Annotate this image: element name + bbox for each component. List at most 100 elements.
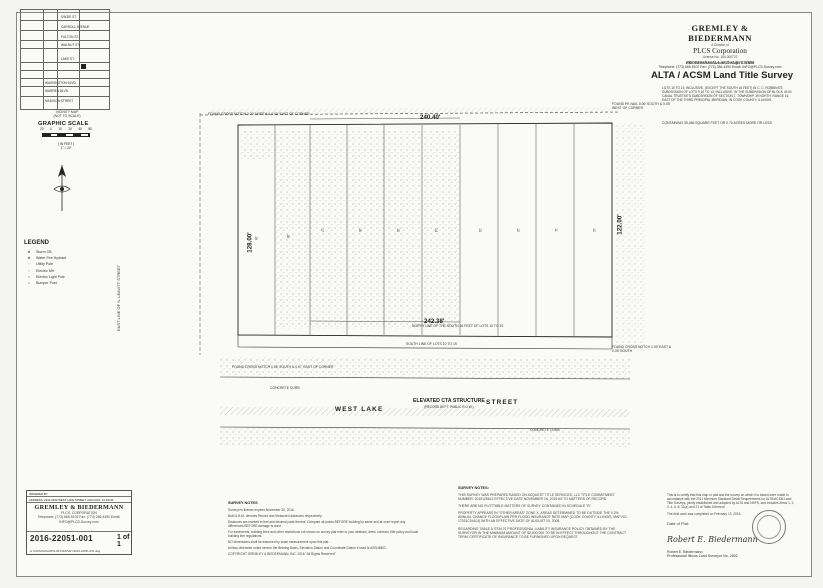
sidewalk-south bbox=[220, 427, 630, 447]
map-road bbox=[79, 10, 80, 109]
graphic-scale-units: ( IN FEET ) 1" = 20' bbox=[58, 142, 74, 150]
sidewalk bbox=[220, 357, 630, 379]
survey-note: Distances are marked in feet and decimal… bbox=[228, 520, 406, 528]
north-arrow-icon bbox=[53, 165, 71, 211]
corner-note-sw: FOUND CROSS NOTCH 0.06' SOUTH & 0.07' EA… bbox=[232, 365, 334, 369]
graphic-scale-bar bbox=[42, 133, 90, 137]
lot-number: 11 bbox=[554, 228, 558, 232]
title-block-contact: Telephone: (773) 685-5102 Fax: (773) 286… bbox=[37, 515, 121, 524]
lot-number: 10 bbox=[592, 228, 596, 232]
survey-note: For easements, building lines and other … bbox=[228, 530, 418, 538]
survey-notes-title: SURVEY NOTES bbox=[228, 501, 258, 505]
map-road bbox=[57, 10, 58, 109]
graphic-scale-title: GRAPHIC SCALE bbox=[38, 121, 89, 127]
certification: This is to certify that this map or plat… bbox=[667, 493, 795, 529]
survey-note: PROPERTY APPEARS IN "OTHER AREAS" ZONE X… bbox=[458, 511, 628, 524]
map-road bbox=[21, 78, 109, 79]
building-footprint bbox=[275, 131, 460, 329]
south-line-label: SOUTH LINE OF LOTS 10 TO 19 bbox=[406, 342, 457, 346]
firm-license: License No. 184-000722 bbox=[702, 55, 738, 59]
scale-tick: 80 bbox=[88, 127, 92, 131]
map-street-label: WALNUT ST. bbox=[61, 43, 80, 47]
legend-item: • Bumper Post bbox=[26, 280, 66, 286]
vicinity-caption-title: VICINITY MAP bbox=[55, 110, 79, 114]
legend-item: ⊕Storm CB bbox=[26, 249, 66, 255]
electric-mh-icon: ▫ bbox=[28, 268, 30, 273]
scale-tick: 40 bbox=[78, 127, 82, 131]
survey-note: THERE ARE NO PLOTTABLE MATTERS OF SURVEY… bbox=[458, 504, 592, 509]
adjacent-parcel bbox=[615, 123, 645, 353]
firm-name: GREMLEY & BIEDERMANN bbox=[688, 23, 752, 43]
title-block-firm-corp: PLCS, CORPORATION bbox=[61, 511, 97, 515]
map-street-label: WARREN BLVD. bbox=[45, 89, 69, 93]
legend-item: ▫ Electric MH bbox=[26, 268, 66, 274]
legend-label: Bumper Post bbox=[36, 281, 57, 286]
legend-label: Water Fire Hydrant bbox=[36, 256, 67, 261]
corner-note-nw: FOUND CROSS NOTCH 0.20' NORTH & 0.06' EA… bbox=[208, 112, 310, 116]
map-road bbox=[21, 70, 109, 71]
certification-date-label: Date of Plat: bbox=[667, 521, 690, 526]
curb-label: CONCRETE CURB bbox=[270, 386, 300, 390]
vicinity-map: KINZIE ST. CARROLL AVENUE FULTON ST. WAL… bbox=[20, 9, 110, 110]
vicinity-caption-note: (NOT TO SCALE) bbox=[53, 114, 81, 119]
lot-number: 18 bbox=[286, 234, 290, 238]
legend-item: ⊗ Water Fire Hydrant bbox=[26, 255, 66, 261]
certification-text: This is to certify that this map or plat… bbox=[667, 493, 795, 509]
legend-label: Utility Pole bbox=[36, 262, 53, 267]
scale-tick: 20 bbox=[68, 127, 72, 131]
firm-contact: Telephone: (773) 685-5102 Fax: (773) 286… bbox=[658, 65, 782, 70]
sheet-number: 1 of 1 bbox=[117, 534, 130, 548]
firm-division: A Division of bbox=[711, 43, 729, 47]
survey-notes-2: SURVEY NOTES: THIS SURVEY WAS PREPARED B… bbox=[458, 486, 628, 542]
street-name-street: STREET bbox=[486, 399, 519, 406]
survey-note: Bold & B.M. denotes Record and Measured … bbox=[228, 514, 323, 518]
lot-number: 16 bbox=[358, 228, 362, 232]
title-block-firm-name: GREMLEY & BIEDERMANN bbox=[34, 504, 124, 511]
firm-header: GREMLEY & BIEDERMANN A Division of PLCS … bbox=[660, 23, 780, 65]
surveyor-name: Robert E. Biedermann bbox=[667, 550, 703, 554]
legend-label: Electric MH bbox=[36, 268, 55, 273]
lot-lines bbox=[274, 124, 575, 336]
fire-hydrant-icon: ⊗ bbox=[27, 256, 31, 261]
survey-title: ALTA / ACSM Land Title Survey bbox=[651, 70, 794, 81]
street-name-west-lake: WEST LAKE bbox=[335, 406, 384, 413]
map-street-label: KINZIE ST. bbox=[61, 15, 77, 19]
north-dimension: 240.40' bbox=[420, 114, 441, 121]
firm-address-block: 4505 North Elston Avenue, Chicago, IL 60… bbox=[640, 61, 800, 69]
survey-note: COPYRIGHT GREMLEY & BIEDERMANN, INC. 201… bbox=[228, 552, 336, 556]
cta-title: ELEVATED CTA STRUCTURE bbox=[413, 398, 485, 404]
firm-corp: PLCS Corporation bbox=[693, 47, 747, 55]
south-dimension: 242.38' bbox=[424, 318, 445, 325]
cta-structure bbox=[220, 407, 630, 417]
scale-units-label: ( IN FEET ) bbox=[58, 142, 75, 146]
map-road bbox=[21, 62, 109, 63]
bumper-post-icon: • bbox=[28, 281, 30, 286]
map-street-label: FULTON ST. bbox=[61, 35, 79, 39]
file-path: G:\CAD\2016\22051-001\SURVEY\2016-22051-… bbox=[30, 549, 101, 553]
cta-label: ELEVATED CTA STRUCTURE (RECORD 80 FT. PU… bbox=[413, 398, 485, 410]
legend-title: LEGEND bbox=[24, 240, 50, 246]
map-road bbox=[21, 96, 109, 97]
map-road bbox=[21, 30, 109, 31]
legend-list: ⊕Storm CB ⊗ Water Fire Hydrant ◦Utility P… bbox=[26, 249, 66, 286]
title-block: ORDERED BY: ADDRESS: 2230-2250 WEST LAKE… bbox=[26, 490, 132, 555]
certification-fieldwork: The field work was completed on February… bbox=[667, 512, 742, 516]
scale-tick: 10 bbox=[58, 127, 62, 131]
legal-description: LOTS 10 TO 19, INCLUSIVE, (EXCEPT THE SO… bbox=[662, 86, 792, 102]
building-footprint bbox=[240, 131, 276, 159]
south-lot-line bbox=[237, 346, 613, 350]
legend-item: ◦Utility Pole bbox=[26, 261, 66, 267]
map-road bbox=[21, 20, 109, 21]
corner-note-ne: FOUND PK NAIL 0.06' SOUTH & 0.05' WEST O… bbox=[612, 102, 671, 110]
firm-professional: PROFESSIONAL LAND SURVEYORS bbox=[685, 60, 755, 65]
lot-number: 14 bbox=[434, 228, 438, 232]
legend-item: ☼Electric Light Pole bbox=[26, 274, 66, 280]
survey-notes: SURVEY NOTES Surveyor's license expires … bbox=[228, 501, 418, 558]
lot-number: 13 bbox=[478, 228, 482, 232]
map-road bbox=[21, 48, 109, 49]
title-block-row: ADDRESS: 2230-2250 WEST LAKE STREET, CHI… bbox=[27, 497, 131, 503]
site-marker bbox=[81, 64, 86, 69]
scale-tick: 0 bbox=[50, 127, 52, 131]
graphic-scale-ticks: 20 0 10 20 40 80 bbox=[40, 127, 92, 131]
light-pole-icon: ☼ bbox=[27, 274, 31, 279]
